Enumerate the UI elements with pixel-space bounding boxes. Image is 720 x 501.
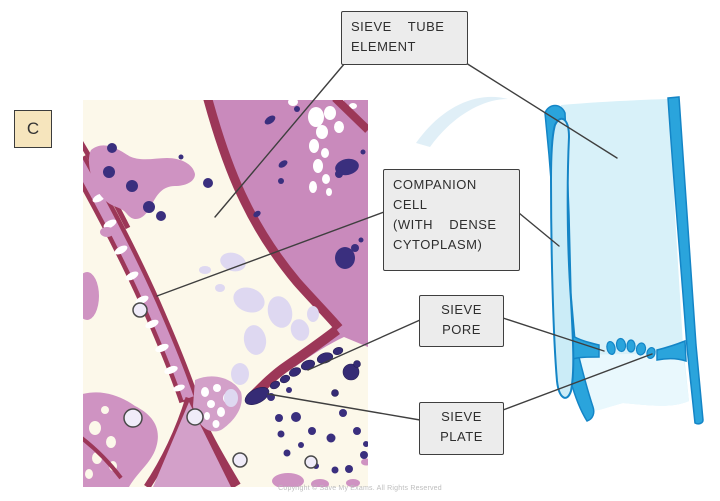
callout-companion-cell: COMPANION CELL (WITH DENSE CYTOPLASM)	[383, 169, 520, 271]
phloem-micrograph-image	[83, 100, 368, 487]
micrograph-bottom-right-cytoplasm	[272, 458, 368, 487]
schematic-sieve-pores	[606, 337, 656, 360]
micrograph-cytoplasm-bit	[100, 227, 114, 237]
figure-letter-text: C	[26, 119, 40, 138]
sieve-tube-schematic	[544, 96, 704, 425]
watermark-swoosh	[416, 96, 508, 147]
micrograph-outlined-vesicles	[123, 302, 318, 469]
callout-sieve-plate: SIEVE PLATE	[419, 402, 504, 455]
micrograph-cytoplasm-upper-left	[88, 145, 195, 220]
schematic-right-wall	[667, 96, 704, 425]
micrograph-junction-cytoplasm	[153, 402, 231, 487]
schematic-plate-funnel-right	[656, 339, 687, 363]
micrograph-bottom-wall-streak	[83, 436, 123, 480]
micrograph-cytoplasm-left-edge	[83, 272, 99, 320]
micrograph-cell-wall-band-core	[83, 159, 195, 402]
figure-letter-badge: C	[14, 110, 52, 148]
callout-sieve-tube-element: SIEVE TUBE ELEMENT	[341, 11, 468, 65]
micrograph-wall-arm-right	[182, 395, 241, 487]
callout-sieve-pore: SIEVE PORE	[419, 295, 504, 347]
copyright-text: Copyright © Save My Exams. All Rights Re…	[278, 485, 442, 492]
